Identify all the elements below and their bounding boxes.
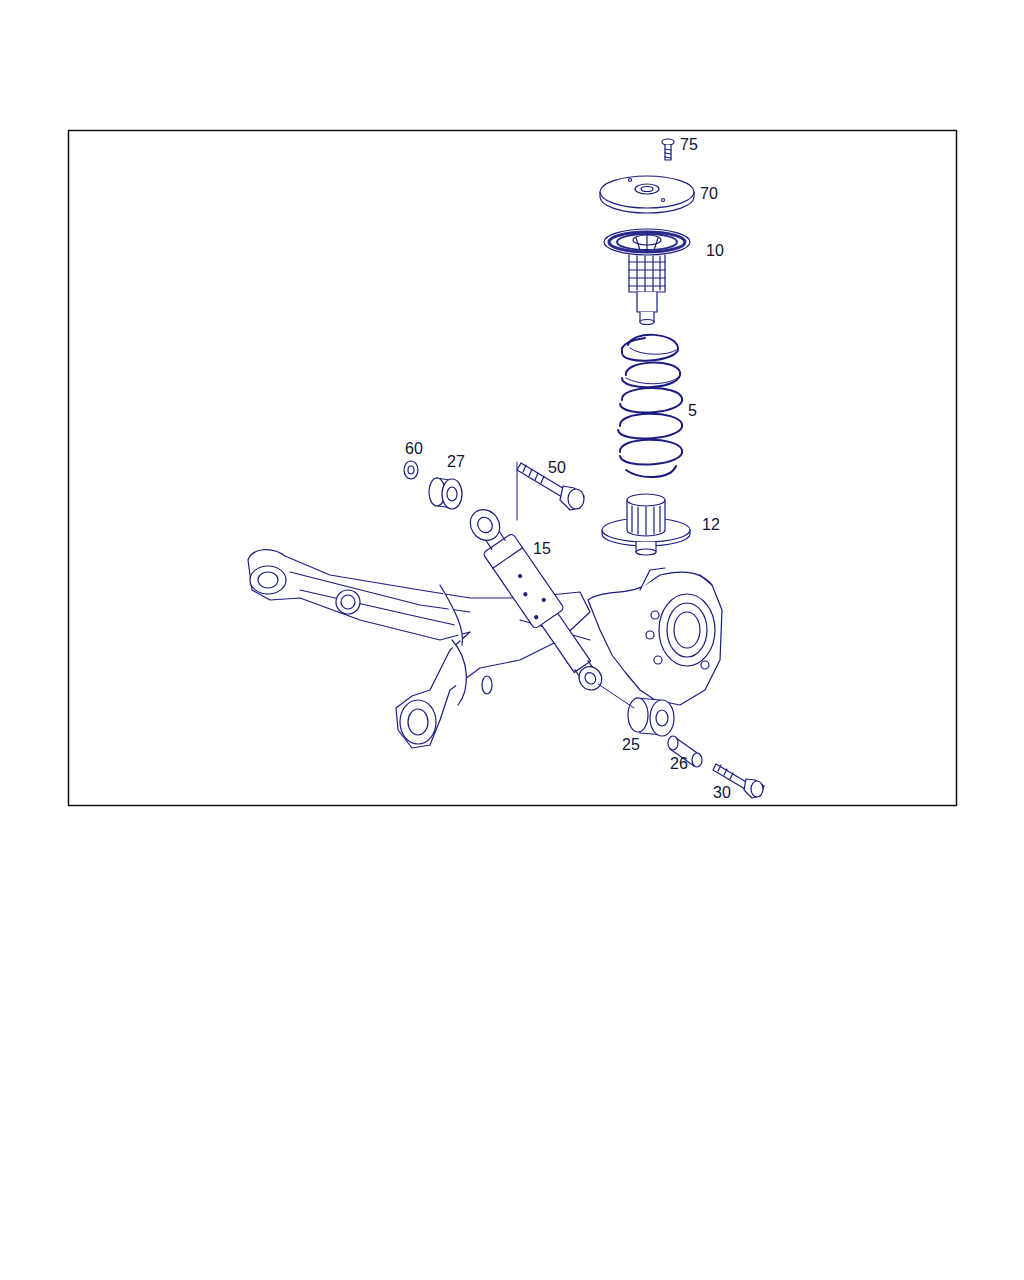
shock-absorber <box>461 502 612 699</box>
wheel-carrier <box>588 568 722 705</box>
callout-number: 70 <box>700 185 718 203</box>
screw <box>662 139 674 160</box>
callout-number: 75 <box>680 136 698 154</box>
callout-number: 5 <box>688 402 697 420</box>
callout-number: 12 <box>702 516 720 534</box>
top-mount <box>604 229 690 325</box>
callout-number: 10 <box>706 242 724 260</box>
callout-number: 27 <box>447 453 465 471</box>
callout-number: 30 <box>713 784 731 802</box>
support-plate <box>600 176 694 213</box>
callout-number: 26 <box>670 755 688 773</box>
callout-number: 25 <box>622 736 640 754</box>
callout-number: 15 <box>533 540 551 558</box>
coil-spring <box>618 335 682 477</box>
callout-number: 60 <box>405 440 423 458</box>
rubber-bushing <box>429 478 462 509</box>
bushing <box>628 698 674 736</box>
callout-number: 50 <box>548 459 566 477</box>
leader-line <box>517 462 518 520</box>
washer <box>404 461 418 479</box>
frame <box>69 131 957 806</box>
leader-line <box>598 684 634 708</box>
spring-seat <box>602 494 690 555</box>
